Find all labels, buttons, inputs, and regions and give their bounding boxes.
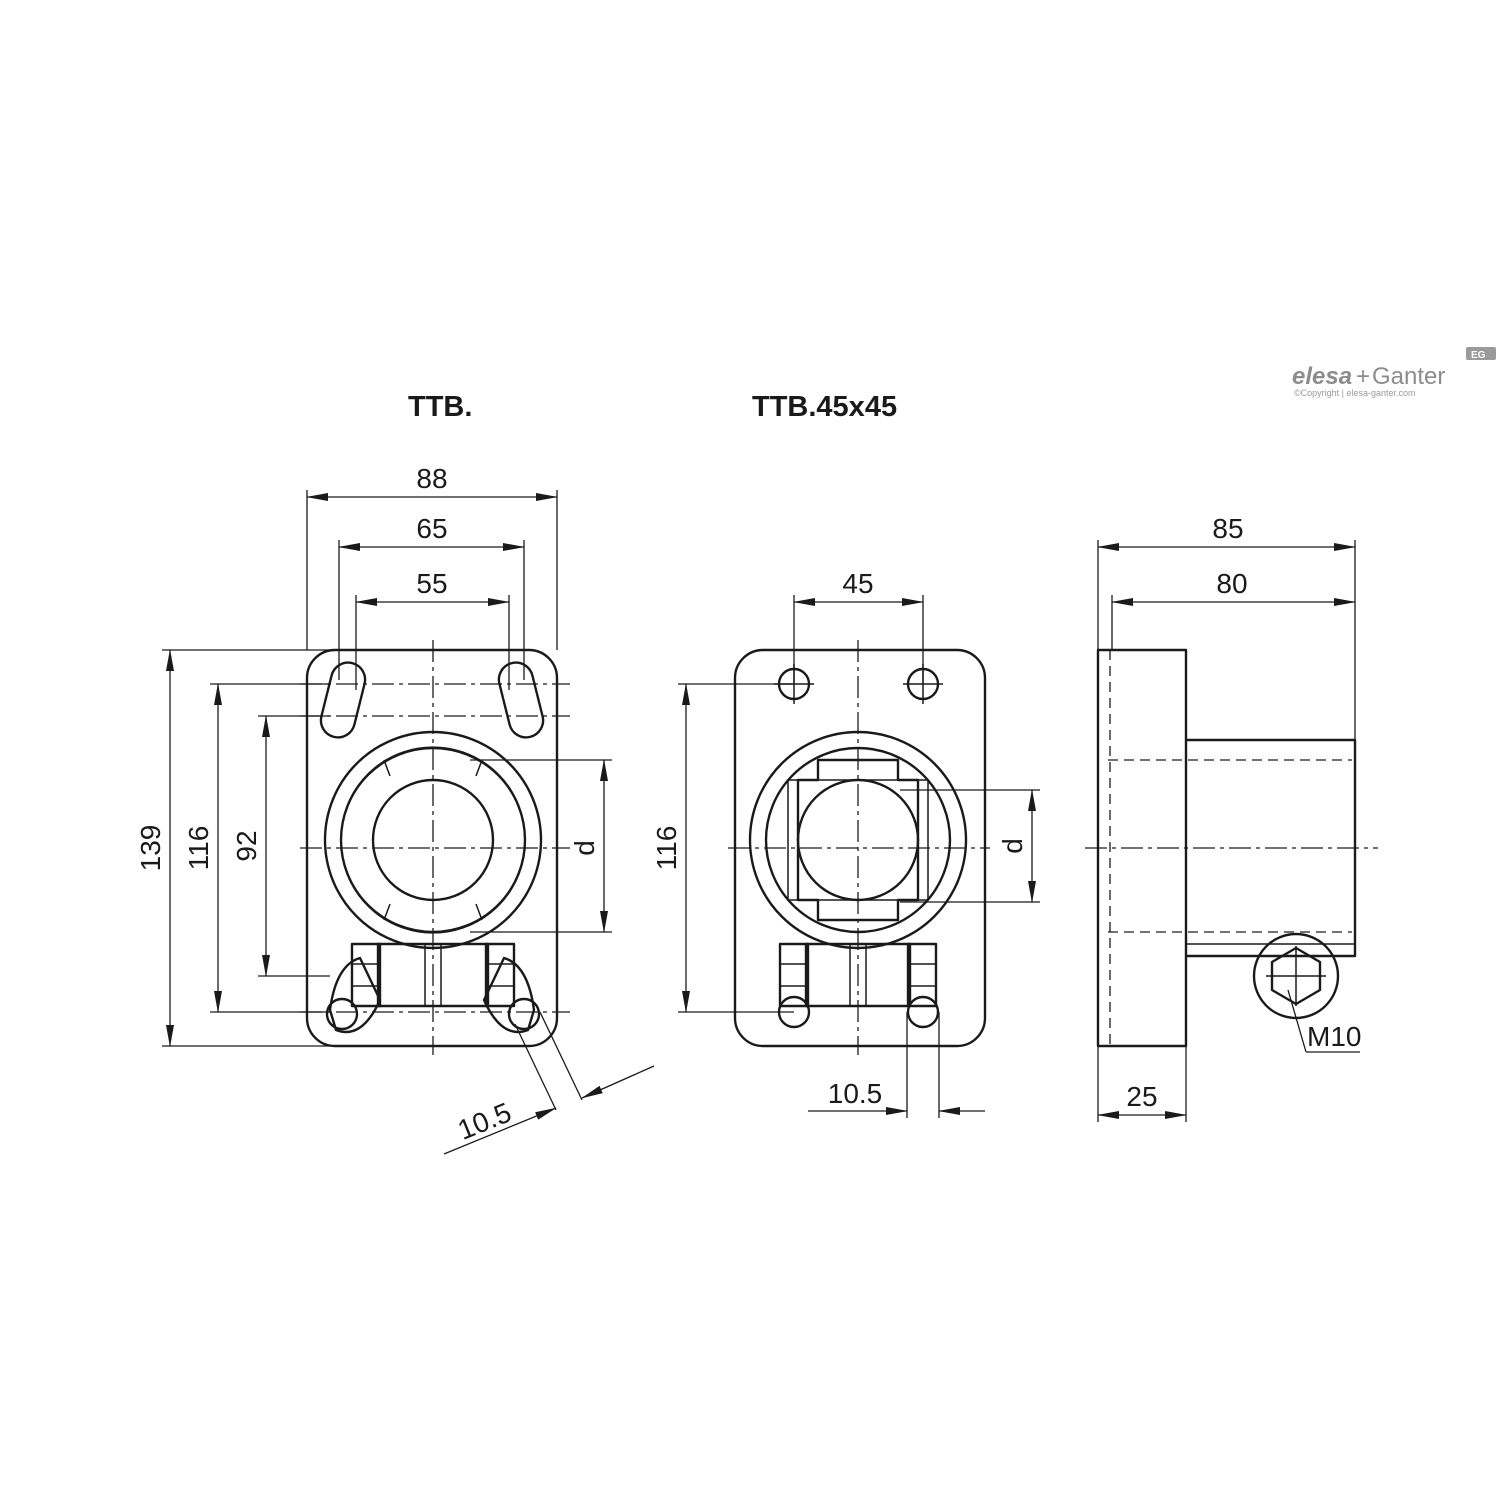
- sq-dim-d: d: [997, 838, 1028, 854]
- ttb-dim-88: 88: [416, 463, 447, 494]
- ttb-dim-55: 55: [416, 568, 447, 599]
- elesa-ganter-logo: elesa + Ganter EG ©Copyright | elesa-gan…: [1292, 347, 1496, 398]
- ttb-dim-105-line-a: [443, 1107, 557, 1155]
- side-m10-leader: [1287, 989, 1307, 1053]
- ttb-dim-92: 92: [231, 830, 262, 861]
- ttb-ext-105-1: [514, 1023, 557, 1111]
- logo-plus: +: [1356, 363, 1370, 390]
- logo-partner: Ganter: [1372, 363, 1445, 390]
- ttb-dim-139: 139: [135, 825, 166, 872]
- ttb-slot-bottom-right: [482, 956, 536, 1034]
- sq-dim-116: 116: [651, 826, 682, 871]
- logo-badge-box: [1466, 347, 1496, 360]
- ttb-slot-top-left: [319, 661, 367, 739]
- sq-hole-bottom-right: [906, 995, 940, 1029]
- ttb-hole-bottom-left: [325, 997, 359, 1031]
- ttb-ring-notch-3: [383, 903, 391, 921]
- ttb-ring-slot-top: [342, 746, 524, 821]
- ttb-ring-notch-1: [383, 759, 391, 777]
- side-dim-85: 85: [1212, 513, 1243, 544]
- view-side: 85 80 25 M10: [1085, 513, 1378, 1122]
- ttb-dim-116: 116: [183, 826, 214, 871]
- ttb-dim-10-5: 10.5: [453, 1097, 515, 1146]
- ttb-hole-bottom-right: [507, 997, 541, 1031]
- side-dim-80: 80: [1216, 568, 1247, 599]
- ttb-slot-top-right: [497, 661, 545, 739]
- ttb-ext-105-2: [539, 1011, 583, 1101]
- title-ttb-45x45: TTB.45x45: [752, 391, 897, 423]
- ttb-dim-105-line-b: [581, 1065, 655, 1099]
- ttb-nut-right: [484, 942, 516, 1008]
- title-ttb: TTB.: [408, 391, 472, 423]
- ttb-dim-d: d: [569, 840, 600, 856]
- sq-nut-right: [906, 942, 938, 1008]
- logo-badge: EG: [1471, 350, 1486, 361]
- sq-dim-45: 45: [842, 568, 873, 599]
- side-dim-25: 25: [1126, 1081, 1157, 1112]
- view-ttb-front: 88 65 55 139 116 92 d: [135, 463, 655, 1155]
- sq-nut-left: [778, 942, 810, 1008]
- logo-copyright: ©Copyright | elesa-ganter.com: [1294, 388, 1416, 398]
- ttb-nut-left: [350, 942, 382, 1008]
- view-ttb45-front: 45 116 d 10.5: [651, 568, 1040, 1118]
- ttb-ring-notch-2: [475, 759, 483, 777]
- sq-dim-10-5: 10.5: [828, 1078, 883, 1109]
- side-dim-m10: M10: [1307, 1021, 1361, 1052]
- ttb-dim-65: 65: [416, 513, 447, 544]
- ttb-ring-notch-4: [475, 903, 483, 921]
- logo-brand: elesa: [1292, 363, 1352, 390]
